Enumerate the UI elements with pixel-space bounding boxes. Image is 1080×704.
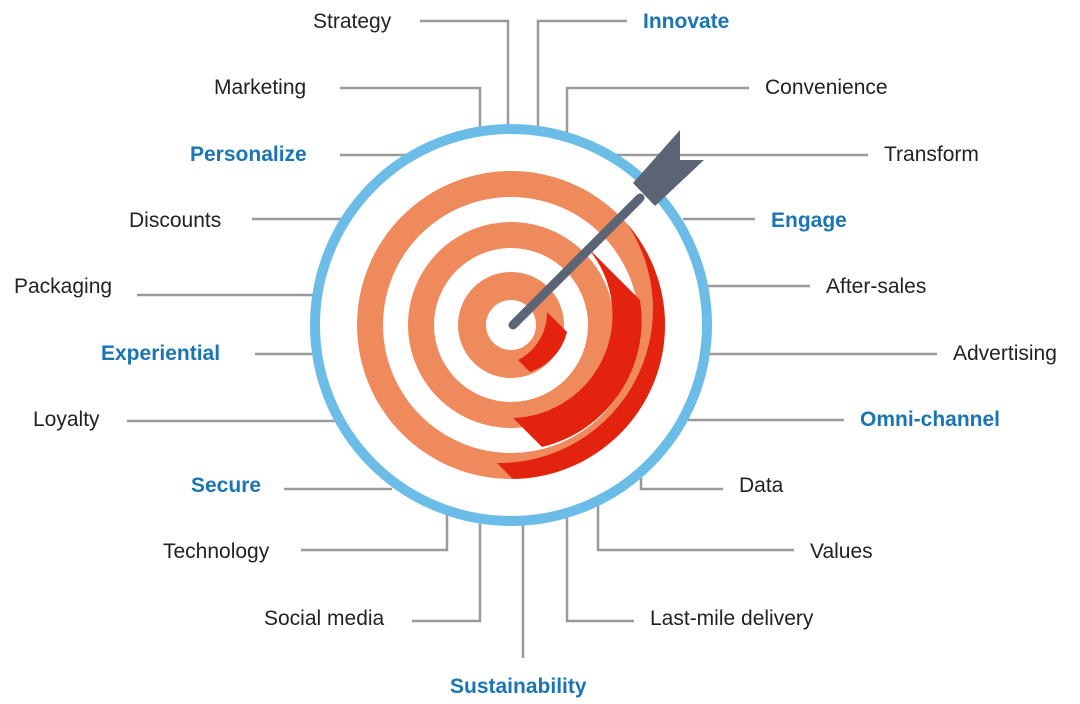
connector-innovate: [536, 19, 627, 132]
label-social-media: Social media: [264, 607, 385, 630]
label-experiential: Experiential: [101, 342, 221, 365]
label-engage: Engage: [771, 209, 847, 232]
label-marketing: Marketing: [214, 76, 307, 99]
label-omni-channel: Omni-channel: [860, 408, 1001, 431]
label-sustainability: Sustainability: [450, 675, 587, 698]
dart-arrow-icon: [508, 130, 704, 330]
connector-marketing: [340, 86, 482, 132]
arrow-fletching: [633, 130, 704, 206]
connector-last-mile: [565, 518, 634, 623]
connector-data: [639, 474, 723, 491]
label-discounts: Discounts: [129, 209, 222, 232]
label-secure: Secure: [191, 474, 262, 497]
label-packaging: Packaging: [14, 275, 113, 298]
connector-technology: [301, 514, 449, 552]
connector-convenience: [565, 86, 749, 136]
arrow-shaft: [508, 193, 645, 330]
connector-social-media: [412, 518, 482, 623]
connector-values: [596, 505, 794, 552]
label-personalize: Personalize: [190, 143, 307, 166]
connector-strategy: [420, 19, 510, 132]
label-data: Data: [739, 474, 784, 497]
label-transform: Transform: [884, 143, 979, 166]
label-last-mile-delivery: Last-mile delivery: [650, 607, 814, 630]
label-values: Values: [810, 540, 873, 563]
label-technology: Technology: [163, 540, 270, 563]
label-innovate: Innovate: [643, 10, 730, 33]
label-loyalty: Loyalty: [33, 408, 100, 431]
label-advertising: Advertising: [953, 342, 1057, 365]
label-convenience: Convenience: [765, 76, 888, 99]
label-strategy: Strategy: [313, 10, 392, 33]
label-after-sales: After-sales: [826, 275, 927, 298]
connector-lines: [127, 19, 937, 658]
